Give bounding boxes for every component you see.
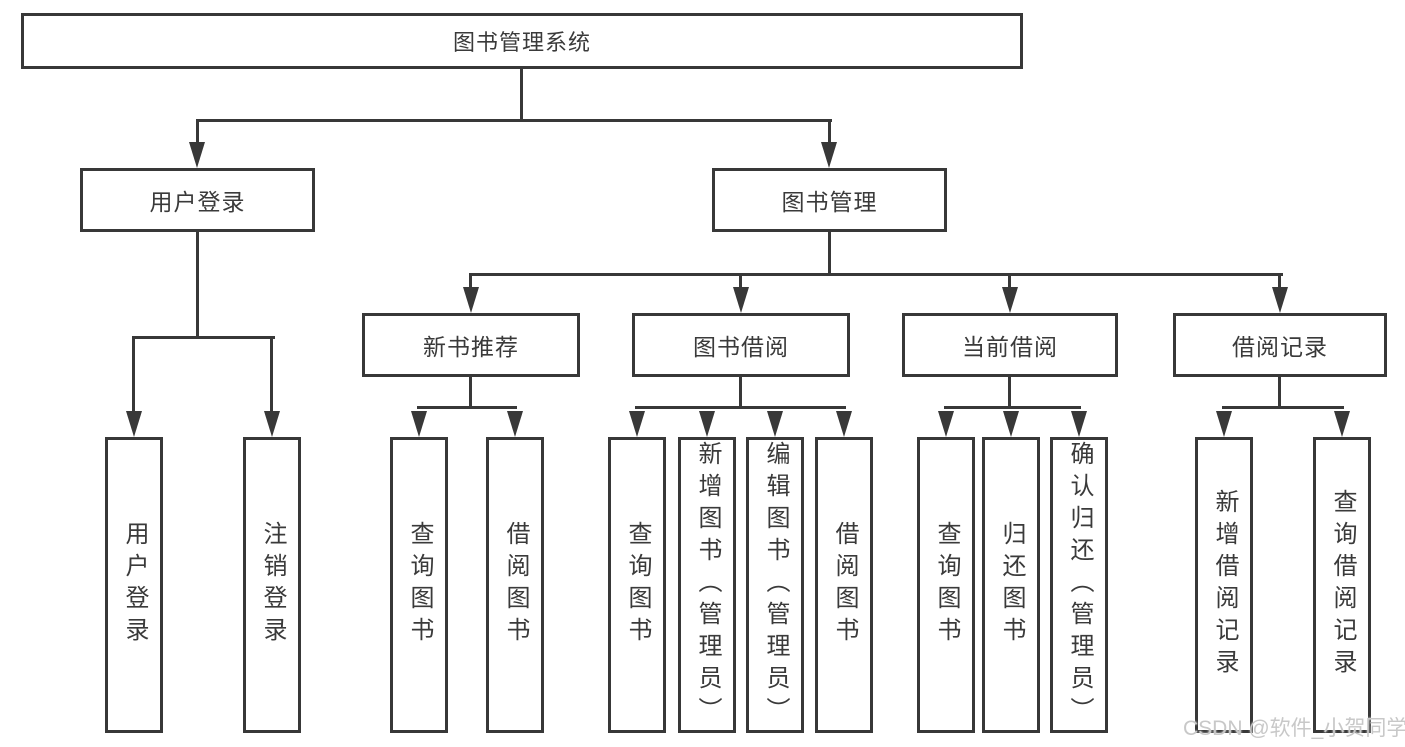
leaf-borrow-query-book: 查询图书 — [608, 437, 666, 733]
node-book-management: 图书管理 — [712, 168, 947, 232]
connector-line — [469, 273, 1283, 276]
leaf-query-borrow-record: 查询借阅记录 — [1313, 437, 1371, 733]
connector-line — [417, 406, 517, 409]
connector-line — [1008, 276, 1011, 287]
leaf-recommend-borrow-book: 借阅图书 — [486, 437, 544, 733]
leaf-add-book-admin: 新增图书（管理员） — [678, 437, 736, 733]
arrowhead-icon — [126, 411, 142, 437]
arrowhead-icon — [411, 411, 427, 437]
connector-line — [469, 377, 472, 409]
arrowhead-icon — [938, 411, 954, 437]
leaf-user-login: 用户登录 — [105, 437, 163, 733]
leaf-recommend-query-book: 查询图书 — [390, 437, 448, 733]
watermark: CSDN @软件_小贺同学 — [1183, 717, 1405, 740]
connector-line — [1278, 377, 1281, 409]
node-new-book-recommend: 新书推荐 — [362, 313, 580, 377]
node-book-borrow: 图书借阅 — [632, 313, 850, 377]
arrowhead-icon — [1216, 411, 1232, 437]
connector-line — [469, 276, 472, 287]
connector-line — [196, 119, 832, 122]
connector-line — [739, 276, 742, 287]
arrowhead-icon — [629, 411, 645, 437]
arrowhead-icon — [767, 411, 783, 437]
arrowhead-icon — [189, 142, 205, 168]
arrowhead-icon — [1272, 287, 1288, 313]
leaf-edit-book-admin: 编辑图书（管理员） — [746, 437, 804, 733]
connector-line — [828, 122, 831, 144]
arrowhead-icon — [463, 287, 479, 313]
node-borrow-records: 借阅记录 — [1173, 313, 1387, 377]
connector-line — [1222, 406, 1344, 409]
connector-line — [828, 232, 831, 276]
leaf-borrow-book: 借阅图书 — [815, 437, 873, 733]
arrowhead-icon — [836, 411, 852, 437]
connector-line — [520, 68, 523, 122]
arrowhead-icon — [733, 287, 749, 313]
arrowhead-icon — [1003, 411, 1019, 437]
connector-line — [739, 377, 742, 409]
arrowhead-icon — [1002, 287, 1018, 313]
connector-line — [1008, 377, 1011, 409]
leaf-current-query-book: 查询图书 — [917, 437, 975, 733]
connector-line — [132, 336, 275, 339]
node-root: 图书管理系统 — [21, 13, 1023, 69]
connector-line — [635, 406, 846, 409]
connector-line — [132, 339, 135, 411]
leaf-logout: 注销登录 — [243, 437, 301, 733]
arrowhead-icon — [821, 142, 837, 168]
arrowhead-icon — [264, 411, 280, 437]
arrowhead-icon — [1071, 411, 1087, 437]
leaf-add-borrow-record: 新增借阅记录 — [1195, 437, 1253, 733]
connector-line — [270, 339, 273, 411]
connector-line — [1278, 276, 1281, 287]
connector-line — [944, 406, 1081, 409]
leaf-return-book: 归还图书 — [982, 437, 1040, 733]
arrowhead-icon — [507, 411, 523, 437]
node-current-borrow: 当前借阅 — [902, 313, 1118, 377]
node-user-login: 用户登录 — [80, 168, 315, 232]
arrowhead-icon — [699, 411, 715, 437]
connector-line — [196, 232, 199, 339]
arrowhead-icon — [1334, 411, 1350, 437]
leaf-confirm-return-admin: 确认归还（管理员） — [1050, 437, 1108, 733]
connector-line — [196, 122, 199, 144]
